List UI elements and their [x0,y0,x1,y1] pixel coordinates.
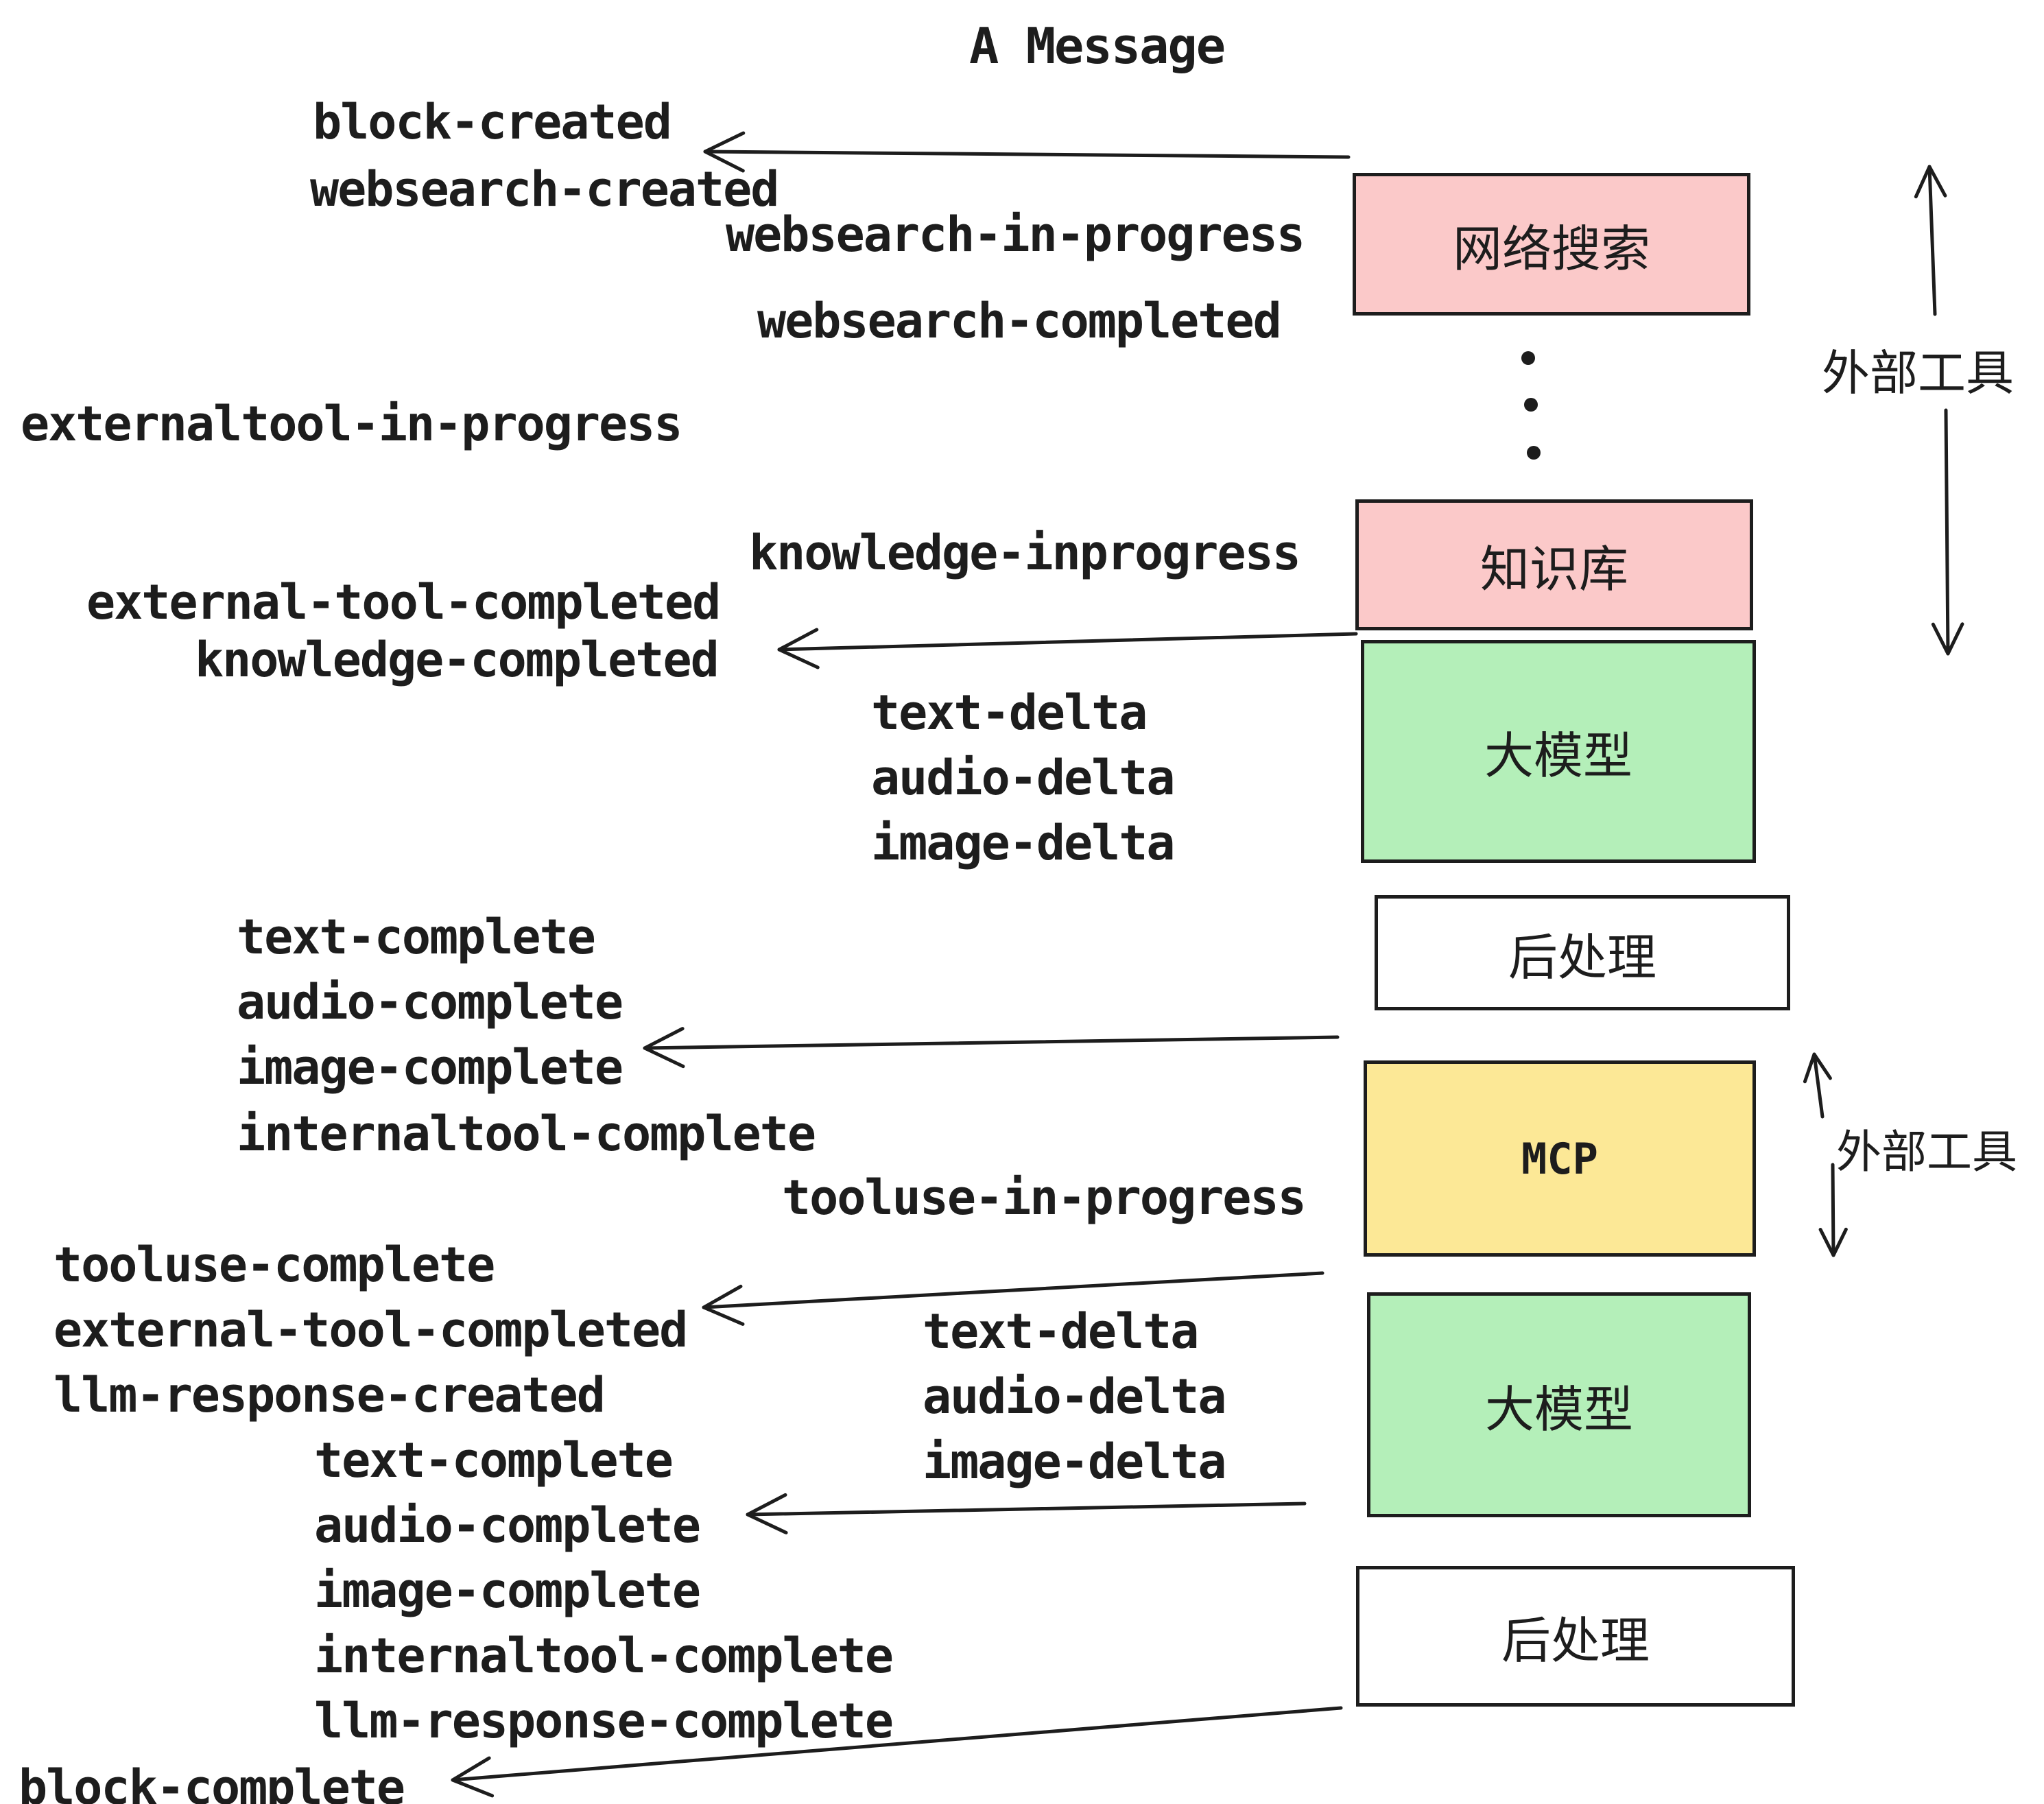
ellipsis-dots-icon [1521,351,1541,460]
arrow-to-image-complete [643,1027,1340,1069]
event-knowledge-inprogress: knowledge-inprogress [749,525,1301,581]
event-websearch-completed: websearch-completed [757,293,1282,349]
arrow-external-tools-up [1914,165,1947,316]
box-knowledge-label: 知识库 [1479,541,1628,598]
event-tooluse-complete: tooluse-complete [54,1237,495,1293]
event-block-created: block-created [313,94,672,150]
event-websearch-created: websearch-created [310,161,779,217]
event-block-complete: block-complete [19,1759,405,1804]
event-tooluse-in-progress: tooluse-in-progress [782,1170,1307,1226]
event-externaltool-in-progress: externaltool-in-progress [21,396,682,452]
event-websearch-in-progress: websearch-in-progress [726,206,1305,263]
box-mcp-label: MCP [1521,1133,1598,1184]
box-postprocess-2: 后处理 [1356,1566,1795,1707]
event-llm-response-created: llm-response-created [54,1367,606,1423]
event-image-complete-1: image-complete [237,1039,623,1095]
event-text-complete-1: text-complete [237,909,596,965]
box-llm-2: 大模型 [1367,1292,1751,1517]
event-internaltool-complete-2: internaltool-complete [314,1628,894,1684]
event-audio-delta-1: audio-delta [871,750,1176,806]
box-knowledge: 知识库 [1355,499,1753,630]
event-external-tool-completed-2: external-tool-completed [54,1302,688,1358]
event-text-delta-2: text-delta [923,1303,1199,1360]
arrow-to-knowledge-completed [777,628,1358,669]
event-audio-delta-2: audio-delta [923,1368,1227,1425]
arrow-mcp-external-up [1803,1052,1832,1119]
event-internaltool-complete-1: internaltool-complete [237,1106,816,1162]
box-mcp: MCP [1364,1060,1756,1257]
event-text-delta-1: text-delta [871,685,1148,741]
box-llm-2-label: 大模型 [1484,1380,1633,1438]
event-image-complete-2: image-complete [314,1563,701,1619]
event-knowledge-completed: knowledge-completed [195,632,720,688]
event-audio-complete-2: audio-complete [314,1497,701,1554]
event-external-tool-completed-1: external-tool-completed [86,574,721,630]
box-websearch-label: 网络搜索 [1452,219,1650,278]
event-audio-complete-1: audio-complete [237,974,623,1030]
label-external-tools-mcp: 外部工具 [1836,1126,2017,1178]
label-external-tools-top: 外部工具 [1822,345,2014,401]
event-llm-response-complete: llm-response-complete [314,1693,894,1749]
event-text-complete-2: text-complete [314,1432,674,1488]
box-postprocess-2-label: 后处理 [1501,1612,1650,1670]
arrow-to-audio-complete [746,1493,1307,1534]
arrow-to-block-created [703,131,1351,173]
box-llm-1: 大模型 [1361,640,1756,863]
event-image-delta-1: image-delta [871,815,1176,871]
arrow-external-tools-down [1931,408,1964,656]
box-postprocess-1-label: 后处理 [1508,928,1656,986]
box-llm-1-label: 大模型 [1484,727,1632,785]
arrow-mcp-external-down [1818,1163,1848,1257]
arrow-to-tooluse-complete [702,1271,1324,1326]
arrow-to-block-complete [451,1706,1343,1798]
box-postprocess-1: 后处理 [1375,895,1790,1010]
box-websearch: 网络搜索 [1353,173,1750,316]
event-image-delta-2: image-delta [923,1434,1227,1490]
page-title: A Message [969,17,1226,75]
